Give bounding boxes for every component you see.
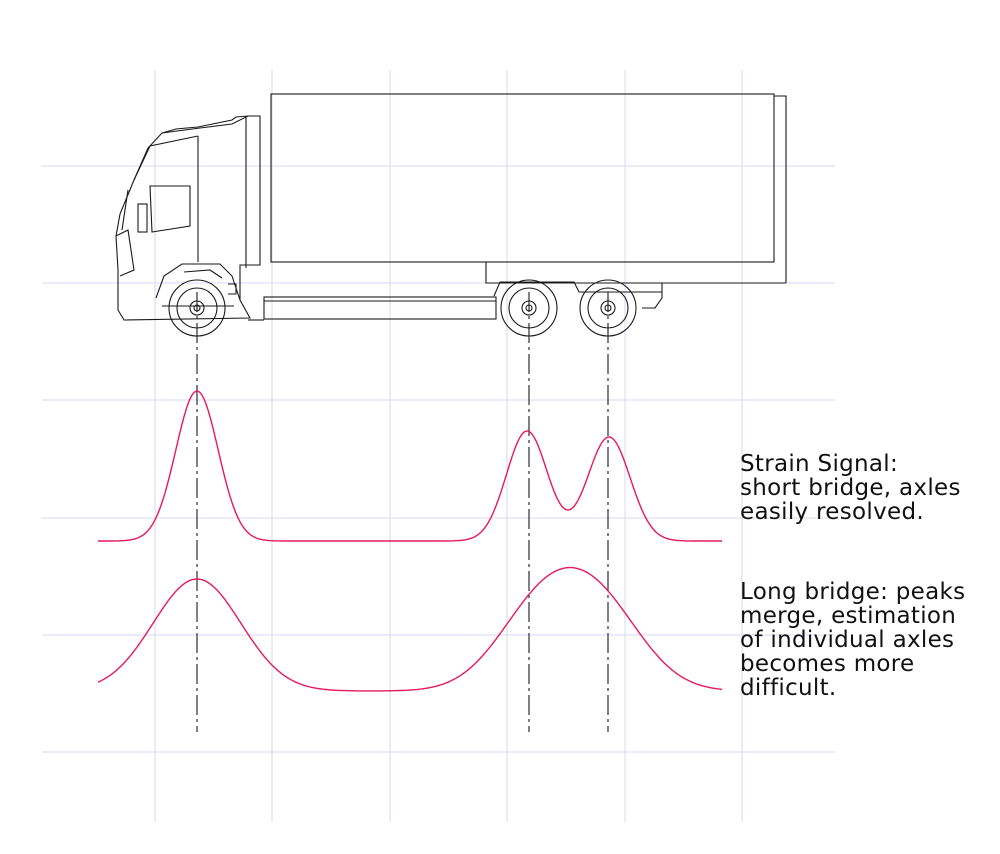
windshield [133,135,199,181]
trailer-box [270,93,775,263]
rear-bumper [642,283,663,309]
long-bridge-caption-line-4: becomes more [740,651,915,677]
front-grille [115,229,135,277]
cab-outline [115,115,261,321]
front-fender [155,263,241,301]
axle-centerlines [196,292,609,732]
cab-window [149,185,191,233]
long-bridge-strain-signal [97,566,723,692]
truck-drawing [115,93,787,337]
short-bridge-caption-line-3: easily resolved. [740,499,924,525]
cab-roof-deflector [161,115,249,134]
short-bridge-strain-signal [98,390,722,542]
side-skirt [263,296,497,320]
trailer-rear-post [774,95,787,283]
rear-fender [493,281,662,297]
short-bridge-caption-line-1: Strain Signal: [740,451,899,477]
long-bridge-caption-line-2: merge, estimation [740,603,957,629]
long-bridge-caption-line-3: of individual axles [740,627,955,653]
background-grid [42,70,835,822]
side-mirror [137,203,148,233]
short-bridge-caption-line-2: short bridge, axles [740,475,961,501]
long-bridge-caption: Long bridge: peaks merge, estimation of … [740,580,965,700]
short-bridge-caption: Strain Signal: short bridge, axles easil… [740,452,961,524]
fender-detail [183,269,223,279]
trailer-chassis [485,262,786,284]
long-bridge-caption-line-1: Long bridge: peaks [740,579,966,605]
long-bridge-caption-line-5: difficult. [740,675,837,701]
step [228,283,237,295]
